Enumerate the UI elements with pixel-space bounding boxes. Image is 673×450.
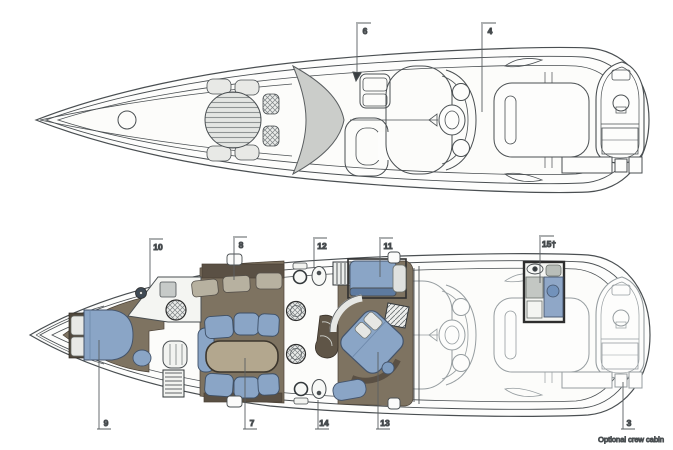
head-upper bbox=[292, 262, 327, 286]
callout-14-number: 14 bbox=[319, 418, 329, 428]
forward-cabin bbox=[68, 309, 188, 398]
callout-3: 3 bbox=[621, 382, 635, 430]
wardrobe bbox=[383, 302, 410, 329]
callout-9: 9 bbox=[97, 340, 111, 430]
callout-15: 15† bbox=[539, 235, 557, 283]
callout-7: 7 bbox=[243, 358, 257, 430]
callout-4: 4 bbox=[481, 22, 496, 112]
callout-15-number: 15† bbox=[542, 239, 556, 249]
upper-deck-plan: 6 4 bbox=[34, 22, 650, 194]
callout-12-number: 12 bbox=[317, 241, 327, 251]
callout-6: 6 bbox=[352, 22, 371, 83]
head-lower bbox=[293, 379, 327, 405]
cabin-door bbox=[162, 340, 188, 369]
galley bbox=[127, 276, 202, 323]
callout-10: 10 bbox=[149, 238, 163, 288]
callout-14: 14 bbox=[315, 400, 329, 430]
foredeck-sunpad bbox=[204, 78, 280, 162]
sink-lower bbox=[311, 379, 327, 399]
bow-hatch bbox=[117, 110, 137, 130]
callout-8-number: 8 bbox=[239, 240, 244, 250]
callout-6-number: 6 bbox=[363, 26, 368, 36]
sink-upper bbox=[311, 266, 327, 286]
galley-stove bbox=[159, 281, 177, 298]
engine-room-bulkhead bbox=[413, 266, 420, 404]
crew-cabin bbox=[522, 260, 566, 324]
aft-cabin bbox=[329, 294, 404, 401]
callout-11-number: 11 bbox=[384, 241, 393, 251]
callout-10-number: 10 bbox=[153, 242, 163, 252]
callout-8: 8 bbox=[233, 236, 247, 280]
lower-deck-plan: 10 8 12 11 15† 9 7 14 bbox=[28, 235, 665, 445]
toilet-upper bbox=[292, 269, 308, 285]
callout-12: 12 bbox=[313, 237, 327, 268]
bar-stool-upper bbox=[285, 300, 307, 322]
callout-9-number: 9 bbox=[104, 418, 109, 428]
forward-stool bbox=[132, 349, 152, 367]
saloon bbox=[191, 272, 307, 399]
callout-4-number: 4 bbox=[488, 26, 493, 36]
bar-stool-lower bbox=[285, 343, 307, 365]
toilet-lower bbox=[293, 381, 309, 397]
callout-13: 13 bbox=[376, 352, 390, 430]
callout-3-number: 3 bbox=[627, 418, 632, 428]
optional-crew-cabin-note: Optional crew cabin bbox=[598, 435, 664, 444]
aft-cabin-stool bbox=[381, 361, 395, 375]
callout-11: 11 bbox=[379, 237, 393, 277]
saloon-sofa bbox=[197, 312, 280, 399]
mid-berth bbox=[347, 258, 407, 299]
callout-7-number: 7 bbox=[250, 418, 255, 428]
deck-hatches bbox=[226, 251, 401, 410]
callout-13-number: 13 bbox=[380, 418, 390, 428]
windshield bbox=[291, 64, 345, 176]
galley-round-table bbox=[165, 299, 187, 321]
aft-cabin-seat bbox=[332, 379, 367, 401]
saloon-window-cushions bbox=[191, 272, 283, 298]
saloon-table bbox=[205, 340, 279, 373]
forward-berth bbox=[83, 309, 134, 361]
